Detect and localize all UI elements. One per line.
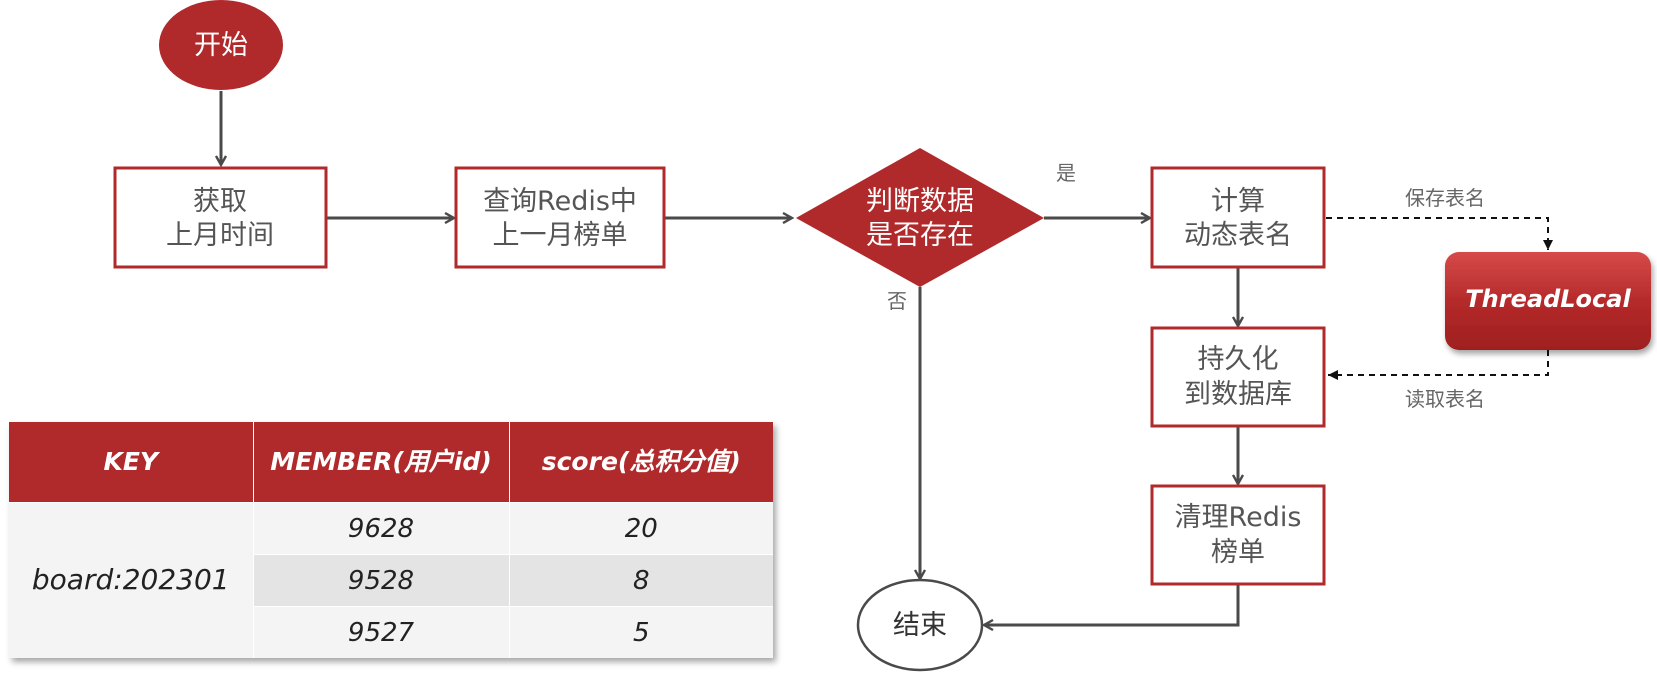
get-month-line-1: 获取 [193, 186, 247, 217]
persist-line-2: 到数据库 [1184, 379, 1292, 410]
header-member: MEMBER(用户id) [253, 422, 510, 503]
table-header-row: KEY MEMBER(用户id) score(总积分值) [9, 422, 773, 503]
persist-line-1: 持久化 [1198, 344, 1279, 375]
start-label: 开始 [194, 30, 248, 61]
member-cell: 9528 [253, 554, 510, 607]
save-name-label: 保存表名 [1405, 186, 1485, 210]
compute-table-line-2: 动态表名 [1184, 220, 1292, 251]
get-month-box [113, 166, 328, 269]
score-cell: 8 [509, 554, 773, 607]
table-row: board:202301 9628 20 [9, 502, 773, 658]
thread-local-box [1445, 252, 1651, 350]
clean-redis-line-2: 榜单 [1211, 537, 1265, 568]
table-row: 9527 5 [9, 606, 773, 658]
edge-clean-to-end [984, 584, 1240, 625]
read-name-label: 读取表名 [1405, 387, 1485, 411]
query-redis-line-2: 上一月榜单 [493, 220, 628, 251]
member-cell: 9628 [253, 502, 510, 555]
no-label: 否 [887, 289, 907, 313]
edge-save-name [1326, 217, 1553, 250]
score-cell: 5 [509, 606, 773, 658]
score-cell: 20 [509, 502, 773, 555]
end-node [856, 578, 984, 672]
redis-board-table: KEY MEMBER(用户id) score(总积分值) board:20230… [9, 422, 773, 658]
edge-read-name [1328, 350, 1549, 380]
yes-label: 是 [1056, 161, 1076, 185]
query-redis-box [454, 166, 666, 269]
query-redis-line-1: 查询Redis中 [483, 186, 637, 217]
clean-redis-line-1: 清理Redis [1175, 502, 1302, 533]
decision-line-2: 是否存在 [866, 220, 974, 251]
start-node [159, 0, 283, 90]
decision-diamond [796, 148, 1044, 287]
compute-table-line-1: 计算 [1211, 186, 1265, 217]
table-row: 9528 8 [9, 554, 773, 607]
clean-redis-box [1150, 484, 1326, 586]
compute-table-box [1150, 166, 1326, 269]
header-key: KEY [9, 422, 254, 503]
get-month-line-2: 上月时间 [166, 220, 274, 251]
header-score: score(总积分值) [509, 422, 773, 503]
decision-line-1: 判断数据 [866, 186, 974, 217]
end-label: 结束 [893, 610, 947, 641]
member-cell: 9527 [253, 606, 510, 658]
thread-local-label: ThreadLocal [1465, 285, 1631, 313]
key-cell: board:202301 [9, 502, 254, 658]
persist-box [1150, 326, 1326, 428]
dashed-edges [1326, 217, 1553, 380]
edges [221, 91, 1238, 625]
